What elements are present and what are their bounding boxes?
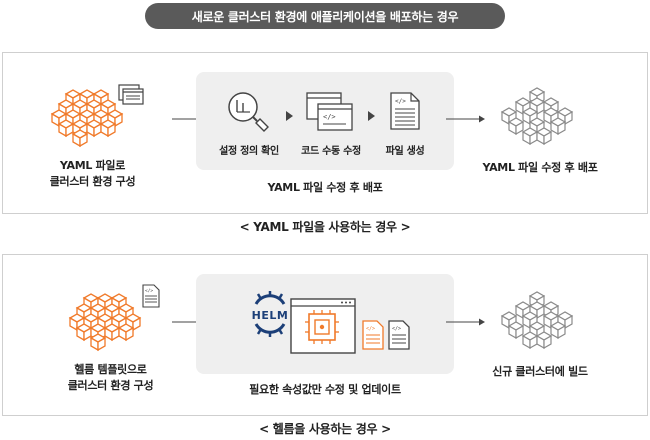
arrow-small-icon [286,111,293,121]
svg-text:</>: </> [392,326,401,332]
gray-cube-cluster-icon [501,291,573,349]
yaml-process-label: YAML 파일 수정 후 배포 [267,181,383,194]
yaml-source-label-line1: YAML 파일로 [59,159,126,172]
document-icon: </> [390,92,420,130]
arrow-right-icon [446,318,485,326]
helm-source-label-line2: 클러스터 환경 구성 [67,379,154,392]
document-icon: </> [142,284,160,308]
svg-text:</>: </> [323,113,336,121]
page-title: 새로운 클러스터 환경에 애플리케이션을 배포하는 경우 [145,3,505,29]
step-label-3: 파일 생성 [385,146,425,157]
magnifier-chart-icon [228,92,269,132]
helm-caption: < 헬름을 사용하는 경우 > [259,422,391,436]
arrow-right-icon [446,115,485,123]
helm-result-label: 신규 클러스터에 빌드 [492,365,588,378]
helm-source-label-line1: 헬름 템플릿으로 [74,363,147,376]
yaml-result-label: YAML 파일 수정 후 배포 [482,161,598,174]
app-window-chip-icon [290,298,356,354]
helm-process-label: 필요한 속성값만 수정 및 업데이트 [249,383,401,396]
step-label-2: 코드 수동 수정 [301,146,361,157]
yaml-caption: < YAML 파일을 사용하는 경우 > [239,220,411,234]
document-icon: </> [388,320,410,350]
helm-logo-icon [254,291,286,337]
svg-text:</>: </> [145,288,153,294]
svg-text:</>: </> [366,326,375,332]
step-label-1: 설정 정의 확인 [219,146,279,157]
helm-logo-text: HELM [251,309,289,322]
arrow-small-icon [368,111,375,121]
yaml-source-label-line2: 클러스터 환경 구성 [49,175,136,188]
window-list-icon [118,84,144,105]
svg-text:</>: </> [395,98,406,105]
gray-cube-cluster-icon [501,87,573,145]
code-window-icon: </> [306,92,353,131]
orange-document-icon: </> [362,320,384,350]
